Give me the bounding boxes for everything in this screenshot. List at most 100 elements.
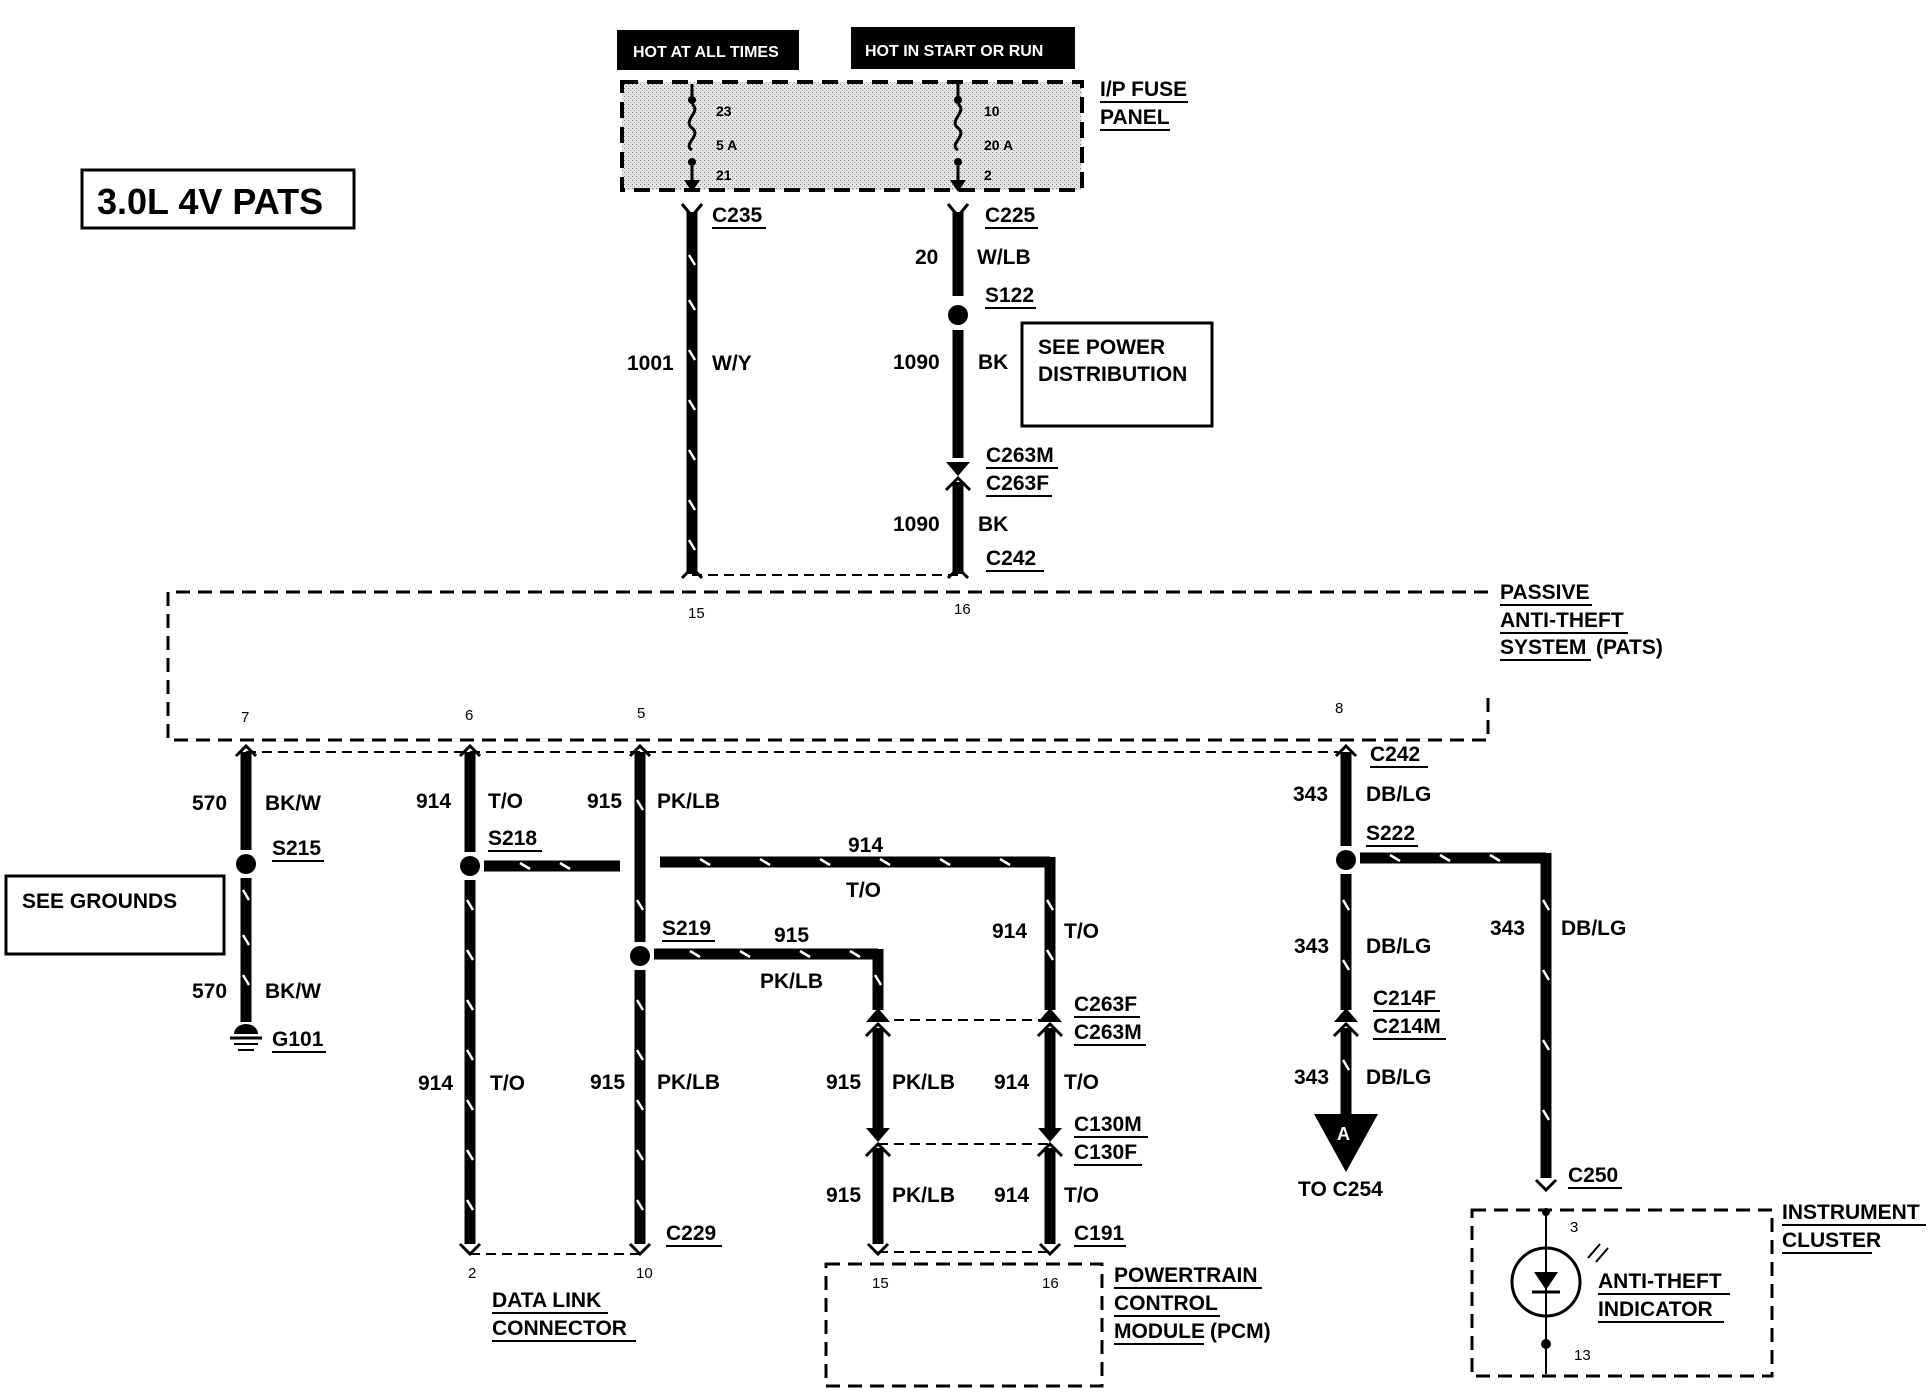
wire-570-number-1: 570 [192, 792, 227, 815]
wire-915-color-3: PK/LB [892, 1071, 955, 1094]
wire-914-color-5: T/O [1064, 1184, 1099, 1207]
fuse-23-icon [684, 84, 700, 192]
wire-1090-number-1: 1090 [893, 351, 940, 374]
svg-text:SEE POWER: SEE POWER [1038, 336, 1165, 359]
wire-570-color-1: BK/W [265, 792, 321, 815]
ip-fuse-panel: I/P FUSE PANEL 23 5 A 21 10 20 A 2 [620, 78, 1188, 192]
wire-915-number-4: 915 [826, 1184, 861, 1207]
wire-915-number-3: 915 [826, 1071, 861, 1094]
wire-915-color-1: PK/LB [657, 790, 720, 813]
pats-pin-15: 15 [688, 605, 705, 622]
wire-914-left [458, 743, 482, 1257]
svg-text:10: 10 [984, 103, 1000, 119]
header-hot-at-all-times: HOT AT ALL TIMES [617, 30, 799, 70]
pats-label-3a: SYSTEM [1500, 636, 1586, 659]
wire-915-h-color: PK/LB [760, 970, 823, 993]
pats-pin-8: 8 [1335, 700, 1343, 717]
instrument-cluster: 3 13 ANTI-THEFT INDICATOR [1470, 1208, 1774, 1378]
wire-915-914-mid [866, 1028, 1062, 1142]
ground-g101: G101 [272, 1028, 324, 1051]
dlc-pin-2: 2 [468, 1265, 476, 1282]
svg-text:21: 21 [716, 167, 732, 183]
cluster-pin-3: 3 [1570, 1219, 1578, 1236]
pcm-label-3a: MODULE [1114, 1320, 1205, 1343]
fuse-10-icon [950, 84, 966, 192]
pats-module: 15 16 7 6 5 8 [166, 590, 1490, 742]
wire-914-color-1: T/O [488, 790, 523, 813]
to-c254-label: TO C254 [1298, 1178, 1383, 1201]
splice-s218: S218 [488, 827, 537, 850]
wire-1090-color-2: BK [978, 513, 1008, 536]
wire-343-color-4: DB/LG [1561, 917, 1626, 940]
wire-1001-number: 1001 [627, 352, 674, 375]
wire-1001 [680, 203, 704, 580]
connector-c242-top: C242 [986, 547, 1036, 570]
wire-914-horizontal [484, 856, 1064, 1038]
pats-pin-7: 7 [241, 709, 249, 726]
wire-915-color-2: PK/LB [657, 1071, 720, 1094]
page-title: 3.0L 4V PATS [97, 181, 323, 222]
wire-914-color-2: T/O [490, 1072, 525, 1095]
wire-915-color-4: PK/LB [892, 1184, 955, 1207]
wire-570-color-2: BK/W [265, 980, 321, 1003]
wire-1001-color: W/Y [712, 352, 752, 375]
cluster-label-1: INSTRUMENT [1782, 1201, 1920, 1224]
pcm-pin-16: 16 [1042, 1275, 1059, 1292]
wire-570 [234, 743, 258, 1022]
pcm-label-1: POWERTRAIN [1114, 1264, 1258, 1287]
wire-343-number-3: 343 [1294, 1066, 1329, 1089]
wire-20-color: W/LB [977, 246, 1031, 269]
wire-914-h-number: 914 [848, 834, 883, 857]
wire-914-color-3: T/O [1064, 920, 1099, 943]
splice-s222: S222 [1366, 822, 1415, 845]
connector-c263f-mid: C263F [1074, 993, 1137, 1016]
wire-914-number-1: 914 [416, 790, 451, 813]
connector-c250: C250 [1568, 1164, 1618, 1187]
wire-343-number-1: 343 [1293, 783, 1328, 806]
connector-c130f: C130F [1074, 1141, 1137, 1164]
data-link-connector: 2 10 DATA LINK CONNECTOR [468, 1265, 653, 1342]
connector-c242-right: C242 [1370, 743, 1420, 766]
ground-g101-icon [230, 1024, 262, 1051]
title-box: 3.0L 4V PATS [80, 168, 356, 230]
connector-c263m-mid: C263M [1074, 1021, 1142, 1044]
wire-343-color-2: DB/LG [1366, 935, 1431, 958]
wire-914-number-4: 914 [994, 1071, 1029, 1094]
connector-c263m-top: C263M [986, 444, 1054, 467]
cluster-label-2: CLUSTER [1782, 1229, 1881, 1252]
wire-914-h-color: T/O [846, 879, 881, 902]
connector-c225: C225 [985, 204, 1036, 227]
wire-915-914-bottom [864, 1141, 1064, 1257]
dlc-label-1: DATA LINK [492, 1289, 601, 1312]
wire-343-to-cluster [1360, 852, 1558, 1193]
to-c254-letter: A [1337, 1124, 1350, 1144]
connector-c130m: C130M [1074, 1113, 1142, 1136]
splice-s219: S219 [662, 917, 711, 940]
wire-1090-number-2: 1090 [893, 513, 940, 536]
fuse-panel-label-1: I/P FUSE [1100, 78, 1187, 101]
wire-914-number-2: 914 [418, 1072, 453, 1095]
svg-text:HOT AT ALL TIMES: HOT AT ALL TIMES [633, 44, 779, 61]
anti-theft-indicator-icon [1510, 1243, 1609, 1318]
wire-343-color-1: DB/LG [1366, 783, 1431, 806]
indicator-label-1: ANTI-THEFT [1598, 1270, 1722, 1293]
splice-s215: S215 [272, 837, 321, 860]
dlc-label-2: CONNECTOR [492, 1317, 627, 1340]
wire-343-color-3: DB/LG [1366, 1066, 1431, 1089]
connector-c214m: C214M [1373, 1015, 1441, 1038]
svg-text:SEE GROUNDS: SEE GROUNDS [22, 890, 177, 913]
wire-20-number: 20 [915, 246, 938, 269]
pats-pin-6: 6 [465, 707, 473, 724]
wire-343-number-2: 343 [1294, 935, 1329, 958]
see-grounds-box: SEE GROUNDS [4, 874, 226, 956]
wire-915-horizontal [654, 948, 892, 1038]
see-power-distribution-box: SEE POWER DISTRIBUTION [1020, 321, 1214, 428]
pats-label-1: PASSIVE [1500, 581, 1589, 604]
connector-c235: C235 [712, 204, 763, 227]
splice-s122: S122 [985, 284, 1034, 307]
connector-c191: C191 [1074, 1222, 1125, 1245]
wire-915-number-2: 915 [590, 1071, 625, 1094]
wire-1090-color-1: BK [978, 351, 1008, 374]
pcm-label-2: CONTROL [1114, 1292, 1218, 1315]
